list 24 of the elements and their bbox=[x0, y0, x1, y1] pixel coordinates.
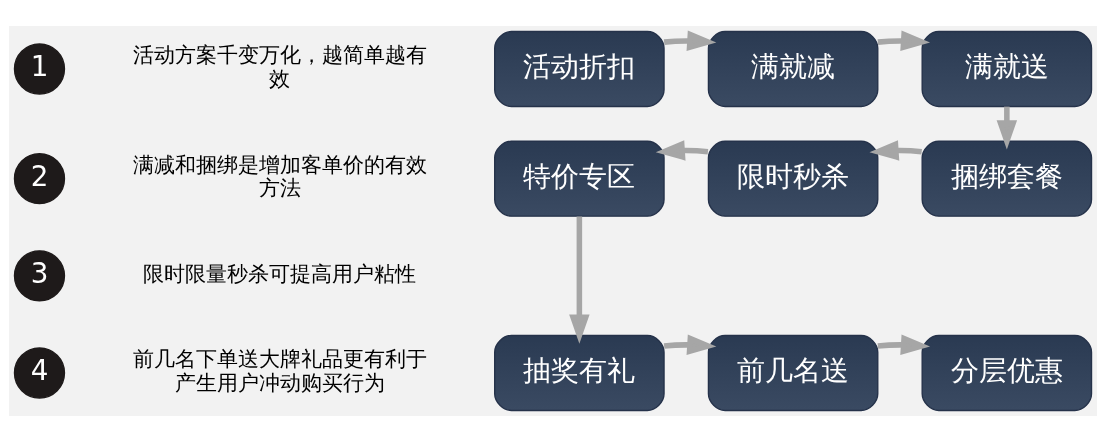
node-circle: 4 bbox=[13, 347, 66, 399]
arrow bbox=[569, 216, 590, 344]
node-box: 限时秒杀 bbox=[707, 140, 879, 217]
node-box: 特价专区 bbox=[494, 140, 665, 217]
node-box: 满就减 bbox=[707, 30, 879, 108]
node-box: 满就送 bbox=[921, 30, 1093, 108]
node-circle: 2 bbox=[13, 153, 66, 205]
node-label: 满减和捆绑是增加客单价的有效方法 bbox=[132, 152, 427, 201]
arrow bbox=[869, 140, 922, 161]
node-label: 限时限量秒杀可提高用户粘性 bbox=[143, 261, 417, 286]
arrow bbox=[663, 30, 717, 51]
arrow bbox=[663, 334, 717, 355]
node-label: 活动方案千变万化，越简单越有效 bbox=[132, 43, 427, 91]
arrow bbox=[877, 334, 931, 355]
arrow bbox=[877, 30, 931, 51]
node-label: 前几名下单送大牌礼品更有利于产生用户冲动购买行为 bbox=[132, 347, 427, 395]
node-box: 前几名送 bbox=[707, 334, 879, 412]
node-box: 捆绑套餐 bbox=[921, 140, 1093, 217]
node-box: 活动折扣 bbox=[494, 30, 665, 108]
node-circle: 1 bbox=[13, 43, 66, 95]
node-box: 抽奖有礼 bbox=[494, 334, 665, 412]
node-box: 分层优惠 bbox=[921, 334, 1093, 412]
arrow bbox=[655, 140, 709, 161]
node-circle: 3 bbox=[13, 250, 66, 302]
